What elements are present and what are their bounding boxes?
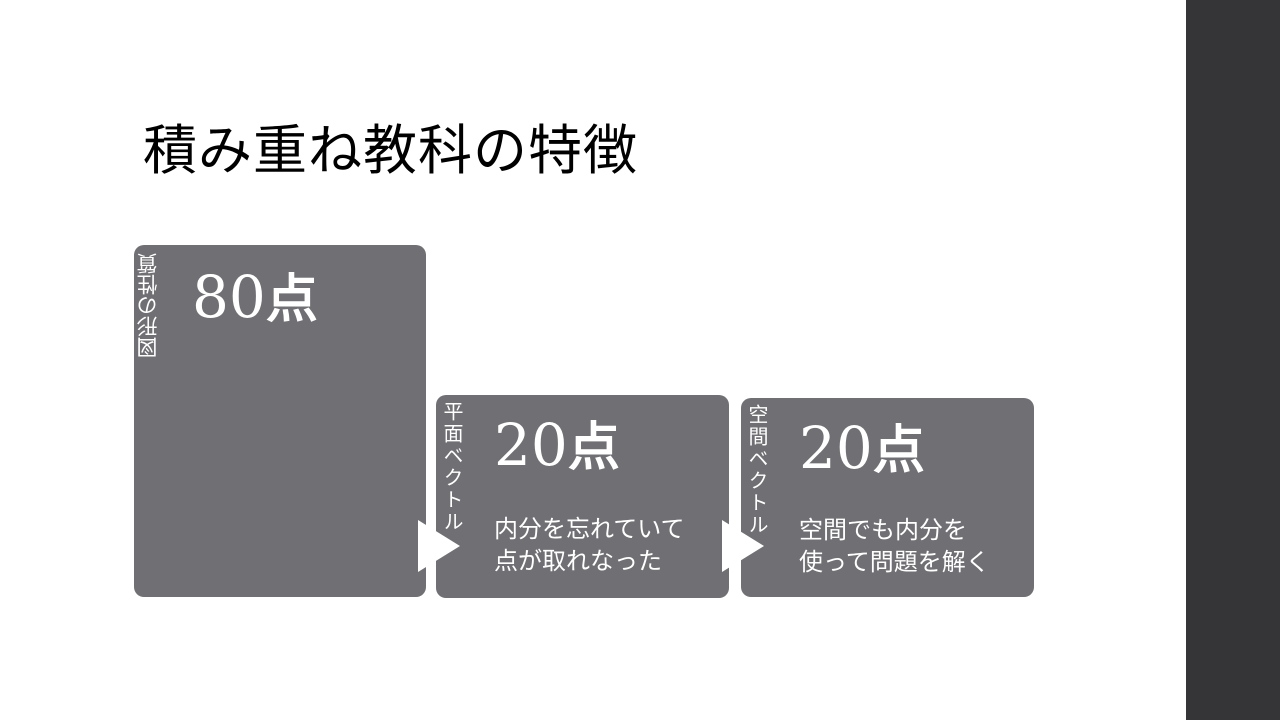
right-arrow-icon xyxy=(722,520,764,572)
step-description: 空間でも内分を 使って問題を解く xyxy=(799,516,990,576)
score-number: 20 xyxy=(799,414,873,482)
slide-title: 積み重ね教科の特徴 xyxy=(143,119,638,182)
step-block-space-vector: 空間ベクトル 20点 空間でも内分を 使って問題を解く xyxy=(741,398,1034,597)
step-score: 20点 xyxy=(494,415,620,478)
score-number: 80 xyxy=(192,263,266,331)
score-unit: 点 xyxy=(872,421,925,481)
step-score: 20点 xyxy=(799,418,925,481)
step-label: 図形の性質 xyxy=(136,253,160,358)
step-description: 内分を忘れていて 点が取れなった xyxy=(494,515,685,575)
step-score: 80点 xyxy=(192,267,318,330)
score-unit: 点 xyxy=(265,270,318,330)
right-arrow-icon xyxy=(418,520,460,572)
step-block-plane-vector: 平面ベクトル 20点 内分を忘れていて 点が取れなった xyxy=(436,395,729,598)
score-unit: 点 xyxy=(567,418,620,478)
step-label: 空間ベクトル xyxy=(745,404,769,536)
side-bar xyxy=(1186,0,1280,720)
step-block-geometry: 図形の性質 80点 xyxy=(134,245,426,597)
step-label: 平面ベクトル xyxy=(440,401,464,533)
score-number: 20 xyxy=(494,411,568,479)
